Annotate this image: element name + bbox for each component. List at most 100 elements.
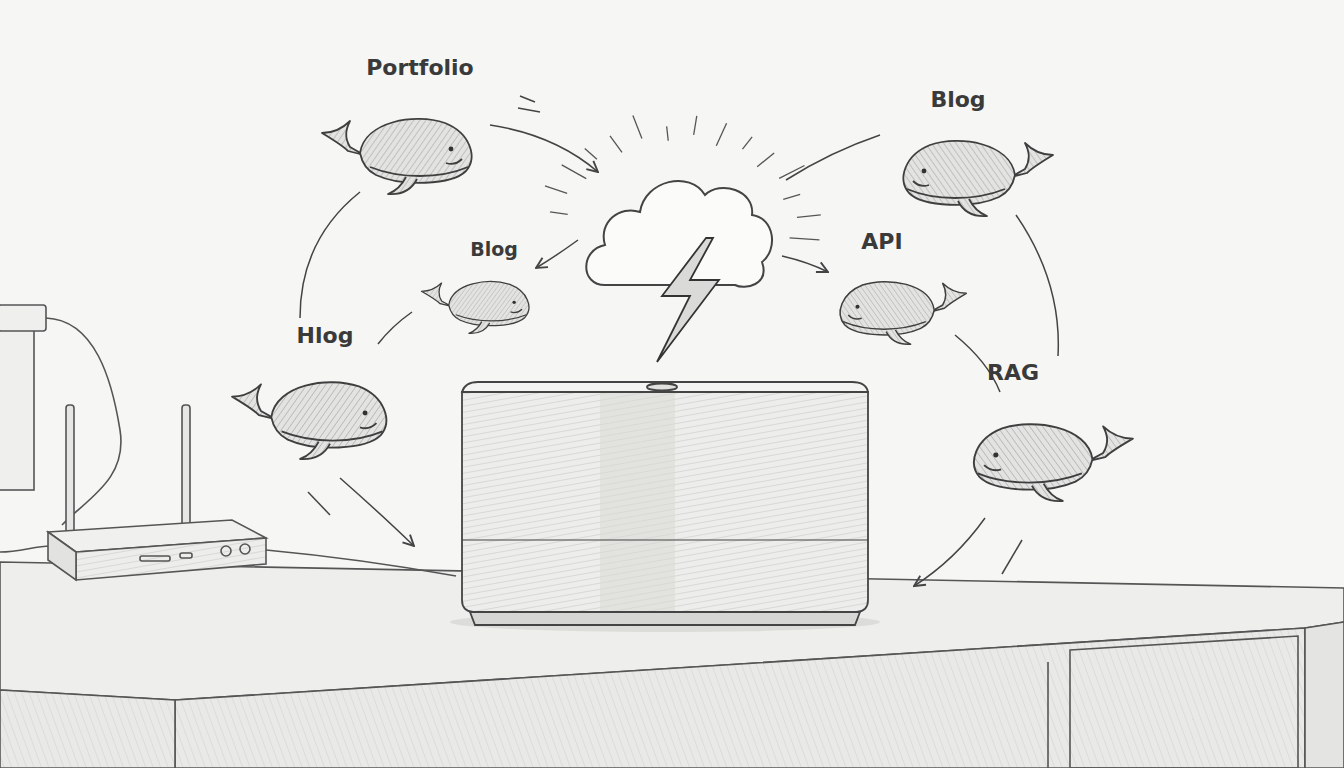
spark-ray: [757, 153, 774, 167]
sketch-stroke: [518, 108, 540, 112]
sketch-stroke: [0, 305, 46, 331]
sketch-stroke: [1016, 215, 1058, 356]
sketch-stroke: [300, 192, 360, 318]
whale-service: API: [828, 225, 973, 350]
flow-arrows: [300, 96, 1058, 586]
sketch-stroke: [470, 612, 860, 625]
service-label: Blog: [470, 239, 518, 260]
whale-smile: [848, 315, 862, 319]
whale-service: Blog: [415, 232, 540, 337]
whale-tail: [232, 384, 275, 419]
whale-tail: [931, 283, 966, 311]
sketch-stroke: [221, 546, 231, 556]
whale-flipper: [1032, 484, 1063, 501]
service-label: Blog: [930, 88, 985, 112]
whale-smile: [913, 181, 929, 186]
whale-service: RAG: [960, 355, 1140, 505]
whale-body: [904, 141, 1015, 205]
spark-ray: [585, 149, 597, 160]
spark-ray: [694, 116, 697, 135]
sketch-stroke: [1047, 662, 1049, 768]
whale-belly: [843, 322, 926, 330]
spark-ray: [550, 212, 568, 215]
whale-body: [974, 424, 1092, 489]
sketch-stroke: [1070, 636, 1298, 768]
service-label: Portfolio: [366, 56, 474, 80]
cloud: [545, 116, 821, 362]
service-label: RAG: [987, 361, 1039, 385]
service-label: API: [861, 230, 902, 254]
sketch-stroke: [66, 405, 74, 540]
sketch-stroke: [490, 125, 598, 172]
sketch-stroke: [0, 690, 175, 768]
whale-body: [840, 282, 934, 335]
spark-ray: [783, 194, 800, 199]
whale-tail: [421, 283, 451, 306]
whale-smile: [360, 423, 377, 428]
sketch-stroke: [180, 553, 192, 558]
sketch-stroke: [586, 181, 772, 287]
whale-tail: [1011, 143, 1053, 177]
whale-flipper: [300, 442, 330, 459]
sketch-stroke: [600, 393, 675, 611]
spark-ray: [545, 186, 567, 193]
whale-eye: [512, 301, 515, 304]
sketch-stroke: [462, 382, 868, 392]
whale-service: Hlog: [225, 318, 400, 463]
spark-ray: [562, 165, 587, 179]
spark-ray: [667, 126, 669, 140]
whale-eye: [922, 169, 927, 174]
whale-body: [449, 282, 529, 326]
whale-belly: [282, 431, 383, 440]
sketch-stroke: [1305, 622, 1344, 768]
sketch-stroke: [0, 546, 50, 552]
sketch-stroke: [308, 492, 330, 515]
sketch-stroke: [76, 538, 266, 580]
spark-ray: [742, 137, 752, 149]
sketch-stroke: [786, 135, 880, 180]
home-server: [450, 382, 880, 632]
spark-ray: [716, 123, 726, 146]
router: [48, 405, 456, 580]
whale-eye: [363, 411, 368, 416]
whale-body: [271, 382, 386, 447]
whale-tail: [1088, 426, 1133, 461]
sketch-stroke: [140, 556, 170, 561]
whale-smile: [984, 465, 1001, 470]
sketch-stroke: [462, 539, 868, 540]
whale-eye: [449, 147, 454, 152]
whale-service: Blog: [885, 82, 1065, 222]
sketch-stroke: [462, 392, 868, 612]
sketch-stroke: [240, 544, 250, 554]
whale-eye: [855, 305, 859, 309]
whale-flipper: [388, 177, 417, 194]
lightning-bolt: [657, 238, 719, 362]
sketch-stroke: [182, 405, 190, 527]
whale-service: Portfolio: [310, 50, 490, 195]
whale-eye: [993, 453, 998, 458]
sketch-stroke: [1002, 540, 1022, 574]
spark-ray: [797, 215, 821, 218]
whale-flipper: [958, 199, 987, 216]
sketch-stroke: [48, 532, 76, 580]
sketch-stroke: [536, 240, 578, 268]
sketch-stroke: [647, 384, 677, 391]
sketch-stroke: [340, 478, 414, 546]
sketch-stroke: [175, 628, 1305, 768]
spark-ray: [633, 116, 642, 139]
sketch-stroke: [520, 96, 535, 102]
whale-belly: [907, 189, 1005, 198]
whale-smile: [511, 309, 523, 312]
power-adapter: [0, 305, 121, 552]
spark-ray: [610, 136, 622, 153]
sketch-stroke: [914, 518, 985, 586]
whale-icon: [833, 270, 968, 345]
sketch-stroke: [266, 550, 456, 576]
sketch-stroke: [450, 612, 880, 632]
service-label: Hlog: [297, 324, 354, 348]
whale-icon: [320, 105, 480, 195]
whale-smile: [446, 159, 462, 164]
whale-icon: [230, 368, 395, 460]
